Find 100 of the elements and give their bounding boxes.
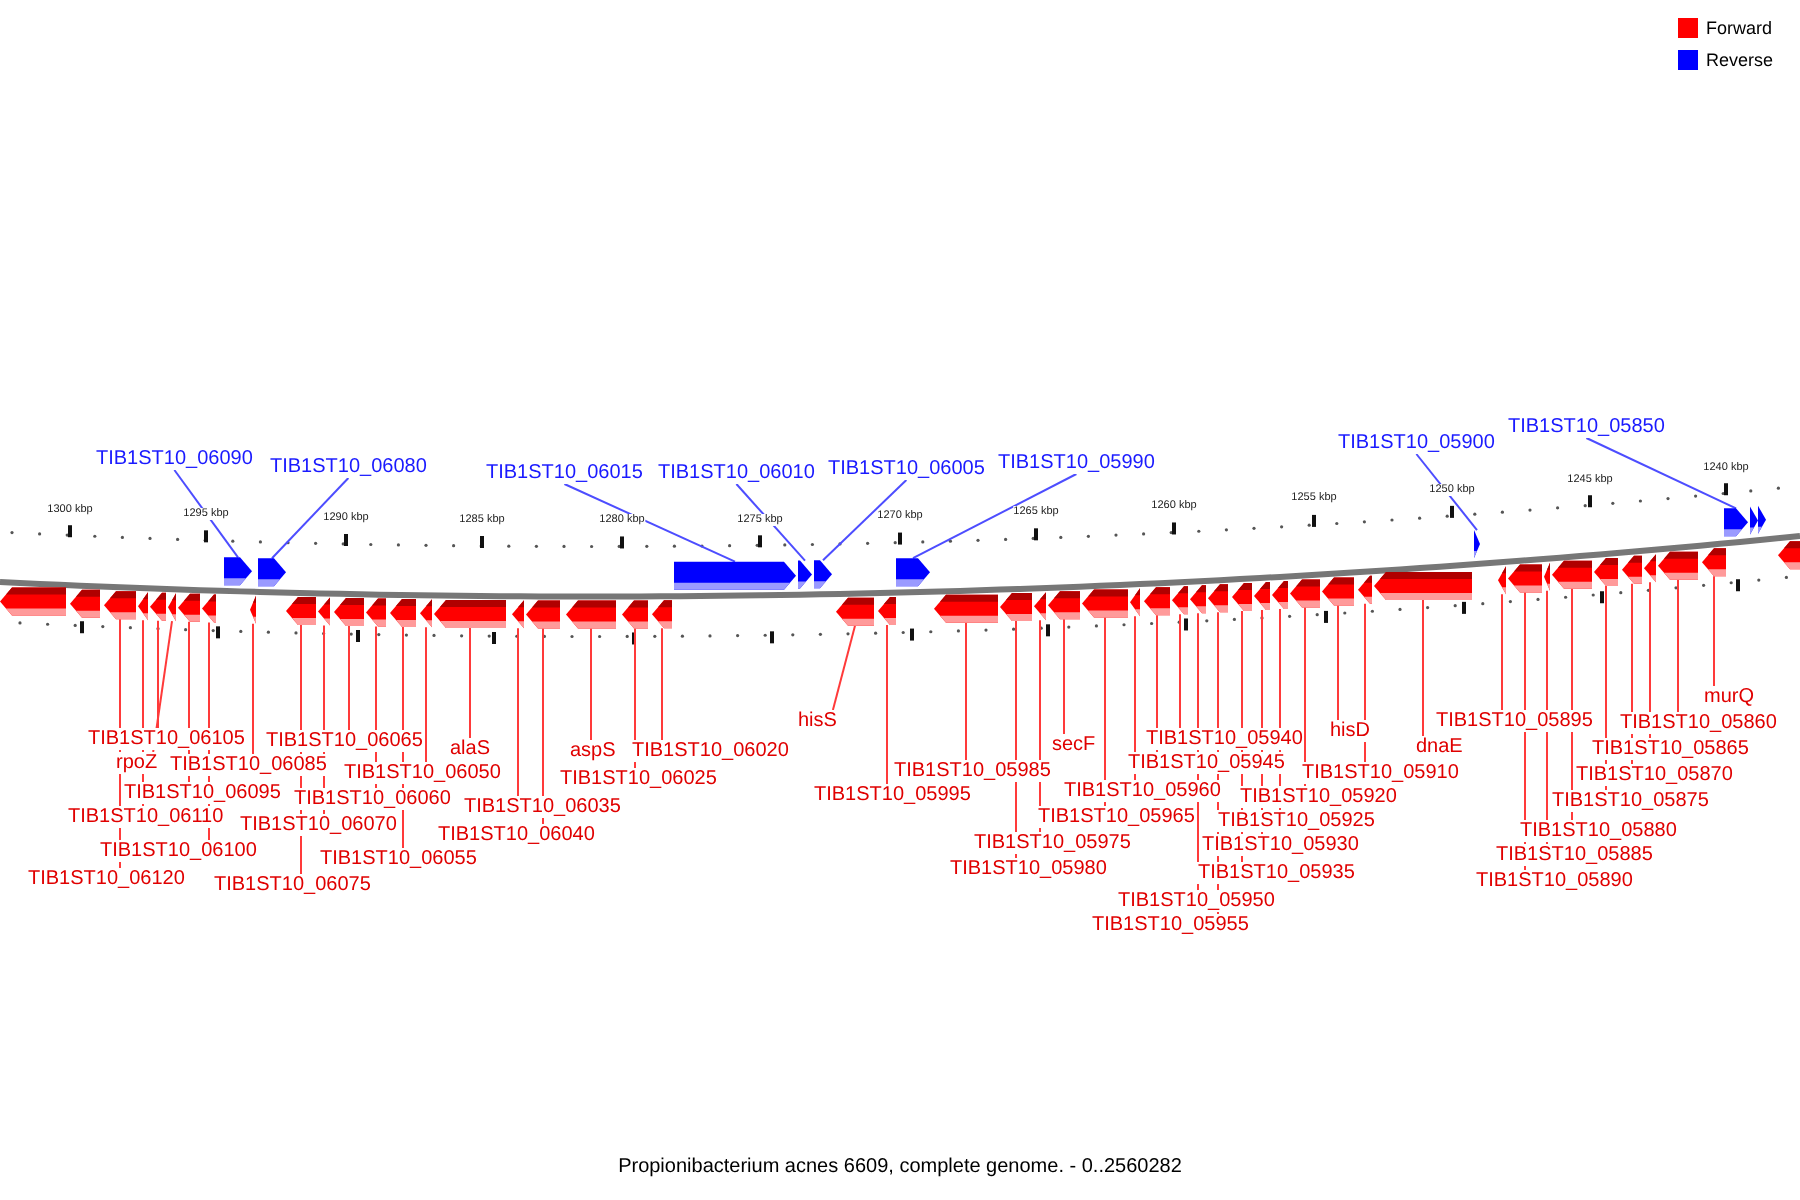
leader-line [1134,615,1136,781]
gene-feature [420,599,432,628]
gene-feature [202,594,216,623]
gene-label: TIB1ST10_05850 [1506,416,1667,438]
gene-feature [1130,588,1140,617]
gene-feature [390,599,416,627]
leader-line [886,623,888,785]
gene-label: TIB1ST10_05930 [1200,834,1361,856]
gene-label: TIB1ST10_06070 [238,814,399,836]
leader-line [965,621,967,761]
gene-feature [334,598,364,627]
leader-line [1337,604,1339,721]
gene-feature [1594,557,1618,586]
gene-feature [836,597,874,626]
gene-feature [70,589,100,618]
leader-line [822,479,908,562]
gene-feature [1254,581,1270,610]
gene-label: TIB1ST10_05860 [1618,712,1779,734]
leader-line [634,627,636,769]
gene-label: TIB1ST10_05870 [1574,764,1735,786]
gene-feature [878,596,896,625]
leader-line [735,483,806,562]
gene-label: TIB1ST10_05875 [1550,790,1711,812]
gene-feature [798,560,812,589]
gene-feature [1622,555,1642,584]
gene-feature [1190,585,1206,614]
gene-label: TIB1ST10_06035 [462,796,623,818]
gene-feature [1322,577,1354,606]
gene-label: hisD [1328,720,1373,742]
leader-line [1422,598,1424,737]
gene-label: TIB1ST10_06085 [168,754,329,776]
gene-label: TIB1ST10_05965 [1036,806,1197,828]
gene-feature [1644,554,1656,583]
gene-label: TIB1ST10_06050 [342,762,503,784]
leader-line [1179,613,1181,729]
gene-label: TIB1ST10_05975 [972,832,1133,854]
gene-label: TIB1ST10_06020 [630,740,791,762]
gene-label: TIB1ST10_06095 [122,782,283,804]
gene-label: TIB1ST10_06005 [826,458,987,480]
gene-label: TIB1ST10_05865 [1590,738,1751,760]
gene-label: TIB1ST10_05995 [812,784,973,806]
caption: Propionibacterium acnes 6609, complete genome. - 0..2560282 [618,1156,1182,1178]
leader-line [517,627,519,797]
gene-feature [566,600,616,629]
gene-label: TIB1ST10_06060 [292,788,453,810]
leader-line [425,626,427,763]
gene-label: TIB1ST10_06065 [264,730,425,752]
gene-label: TIB1ST10_05925 [1216,810,1377,832]
gene-feature [258,558,286,587]
leader-line [252,622,254,755]
leader-line [271,477,350,560]
gene-label: rpoZ [114,752,160,774]
legend-label: Reverse [1706,50,1774,70]
gene-feature [318,597,330,626]
gene-feature [366,598,386,627]
gene-feature [1750,506,1758,535]
gene-feature [1498,566,1506,595]
leader-line [831,624,856,711]
gene-feature [1778,541,1800,570]
gene-label: TIB1ST10_05900 [1336,432,1497,454]
leader-line [1501,593,1503,711]
gene-label: murQ [1702,686,1756,708]
gene-label: hisS [796,710,839,732]
gene-label: TIB1ST10_06015 [484,462,645,484]
leader-line [1649,581,1651,739]
gene-label: TIB1ST10_05910 [1300,762,1461,784]
gene-label: TIB1ST10_05950 [1116,890,1277,912]
gene-feature [652,600,672,629]
gene-label: TIB1ST10_06040 [436,824,597,846]
gene-feature [512,600,524,629]
gene-feature [1552,560,1592,589]
gene-feature [168,593,176,622]
gene-label: TIB1ST10_05940 [1144,728,1305,750]
gene-feature [1144,587,1170,616]
leader-line [912,473,1078,560]
gene-label: TIB1ST10_05960 [1062,780,1223,802]
gene-label: TIB1ST10_06010 [656,462,817,484]
gene-feature [250,595,256,624]
legend-label: Forward [1706,18,1773,38]
leader-line [173,469,239,559]
leader-line [590,627,592,741]
gene-label: aspS [568,740,618,762]
gene-feature [0,587,66,616]
gene-feature [1758,505,1766,534]
leader-line [1677,578,1679,713]
gene-label: TIB1ST10_05890 [1474,870,1635,892]
gene-feature [1272,580,1288,609]
gene-label: TIB1ST10_05920 [1238,786,1399,808]
gene-label: TIB1ST10_05895 [1434,710,1595,732]
gene-feature [1474,530,1480,559]
leader-line [469,626,471,739]
gene-label: TIB1ST10_05990 [996,452,1157,474]
gene-feature [1702,548,1726,577]
gene-label: dnaE [1414,736,1465,758]
gene-feature [1172,586,1188,615]
gene-feature [224,557,252,586]
gene-label: secF [1050,734,1098,756]
gene-feature [814,560,832,589]
leader-line [157,619,159,729]
gene-feature [622,600,648,629]
